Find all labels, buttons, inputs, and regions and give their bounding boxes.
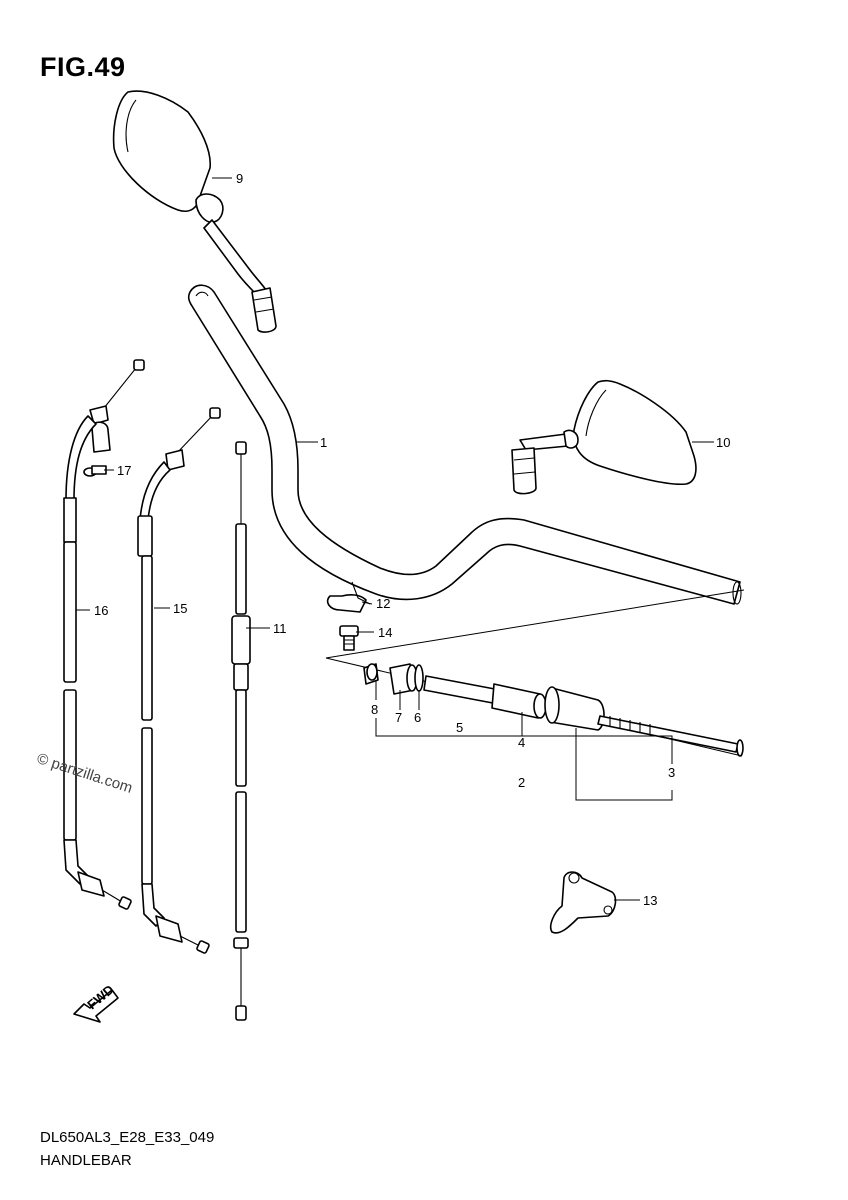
callout-16: 16 — [94, 603, 108, 618]
callout-8: 8 — [371, 702, 378, 717]
callout-14: 14 — [378, 625, 392, 640]
callout-5: 5 — [456, 720, 463, 735]
callout-12: 12 — [376, 596, 390, 611]
cable-15-part[interactable] — [137, 407, 221, 954]
callout-2: 2 — [518, 775, 525, 790]
figure-title: FIG.49 — [40, 52, 126, 82]
bracket-part[interactable] — [549, 871, 617, 934]
callout-1: 1 — [320, 435, 327, 450]
callout-6: 6 — [414, 710, 421, 725]
callout-11: 11 — [273, 621, 287, 636]
callout-10: 10 — [716, 435, 730, 450]
mirror-left-part[interactable] — [112, 90, 277, 333]
grip-assembly-parts[interactable] — [363, 663, 744, 757]
section-name: HANDLEBAR — [40, 1152, 132, 1169]
callout-4: 4 — [518, 735, 525, 750]
callout-17: 17 — [117, 463, 131, 478]
mirror-right-part[interactable] — [511, 379, 697, 495]
forward-arrow-icon: FWD — [73, 982, 119, 1023]
callout-13: 13 — [643, 893, 657, 908]
screw-17-part[interactable] — [83, 465, 107, 477]
cable-11-part[interactable] — [231, 441, 251, 1021]
leader-lines — [76, 177, 714, 901]
handlebar-part[interactable] — [187, 284, 742, 605]
callout-3: 3 — [668, 765, 675, 780]
callout-15: 15 — [173, 601, 187, 616]
bolt-part[interactable] — [339, 625, 359, 651]
callout-7: 7 — [395, 710, 402, 725]
model-code: DL650AL3_E28_E33_049 — [40, 1129, 215, 1146]
clamp-clip-part[interactable] — [326, 581, 371, 613]
cable-16-part[interactable] — [63, 359, 145, 910]
callout-9: 9 — [236, 171, 243, 186]
